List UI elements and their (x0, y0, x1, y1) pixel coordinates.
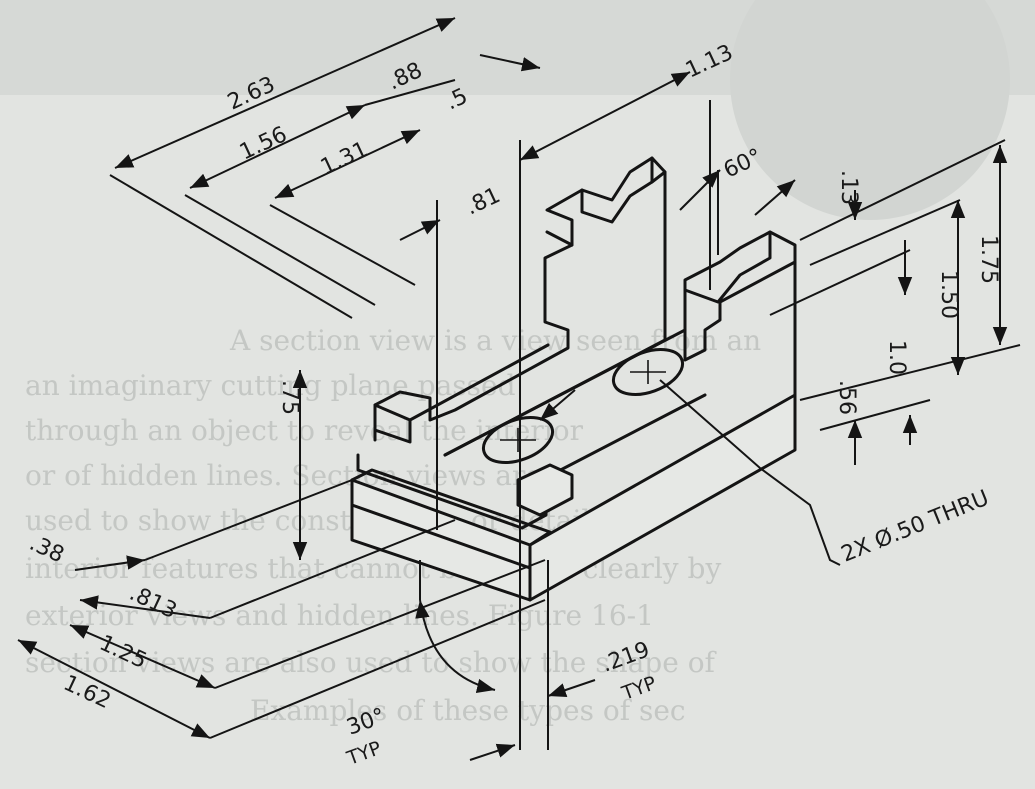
bg-line-9: Examples of these types of sec (250, 694, 686, 727)
dim-2-63 (114, 17, 456, 169)
right-post-edge (718, 260, 797, 304)
hole-front (481, 416, 555, 464)
right-post-vnotch (683, 230, 772, 304)
bg-line-4: or of hidden lines. Section views are (25, 459, 542, 492)
dim-1-13 (519, 71, 691, 161)
dim-219-r (547, 679, 596, 698)
ext-right-4 (799, 344, 1021, 401)
right-post (683, 230, 797, 397)
base-front-detail (350, 503, 532, 570)
left-post-vnotch (580, 156, 654, 224)
bg-line-3: through an object to reveal the interior (25, 414, 584, 447)
dim-1-62 (17, 639, 211, 739)
left-post-edge (650, 170, 667, 184)
base-top-edge (350, 468, 552, 547)
right-post-face (683, 298, 722, 362)
hole-leader-2 (539, 389, 576, 421)
label-1-50: 1.50 (936, 270, 961, 319)
dimension-labels: 2.63 1.56 1.31 .88 .5 1.13 .81 60° .13 1… (25, 40, 1001, 770)
bg-line-7: exterior views and hidden lines. Figure … (25, 599, 654, 632)
hole-back (611, 348, 685, 396)
ext-right-2 (809, 199, 961, 266)
label-75: .75 (277, 380, 302, 415)
dimension-lines (17, 17, 1021, 761)
left-post-front (545, 230, 574, 247)
dim-88 (364, 79, 456, 106)
ext-left-3 (214, 559, 546, 689)
ext-left-2 (209, 519, 456, 619)
left-rail (373, 156, 667, 457)
dim-219-l (469, 743, 516, 761)
dim-1-31 (274, 129, 421, 199)
ext-right-1 (799, 139, 1006, 241)
hole-leader (659, 379, 841, 566)
bg-line-2: an imaginary cutting plane passed (25, 369, 516, 402)
part-outline (350, 156, 797, 602)
left-rail-edge (408, 343, 550, 422)
label-13: .13 (836, 170, 861, 205)
label-56: .56 (834, 380, 859, 415)
dim-5 (479, 54, 541, 72)
dim-60-arrow (679, 169, 721, 211)
dim-813 (79, 595, 211, 619)
label-1-0: 1.0 (884, 340, 909, 375)
base-right-face (528, 393, 797, 602)
label-1-75: 1.75 (976, 235, 1001, 284)
ext-left-1 (144, 479, 353, 561)
ext-right-3 (769, 249, 911, 316)
ext-top-1 (109, 174, 353, 319)
dim-38 (74, 555, 146, 571)
dim-81 (399, 219, 441, 241)
bg-line-6: interior features that cannot be shown c… (25, 552, 721, 585)
dim-60-arc (754, 179, 796, 216)
ext-right-5 (819, 399, 931, 431)
left-rail-block (373, 403, 412, 444)
dim-30-arc (415, 599, 496, 693)
hole-centers (500, 360, 666, 452)
ext-top-3 (269, 204, 416, 286)
center-block (516, 463, 574, 517)
background-blob (730, 0, 1010, 220)
bg-line-1: A section view is a view seen from an (229, 324, 761, 357)
ext-top-2 (184, 194, 376, 306)
